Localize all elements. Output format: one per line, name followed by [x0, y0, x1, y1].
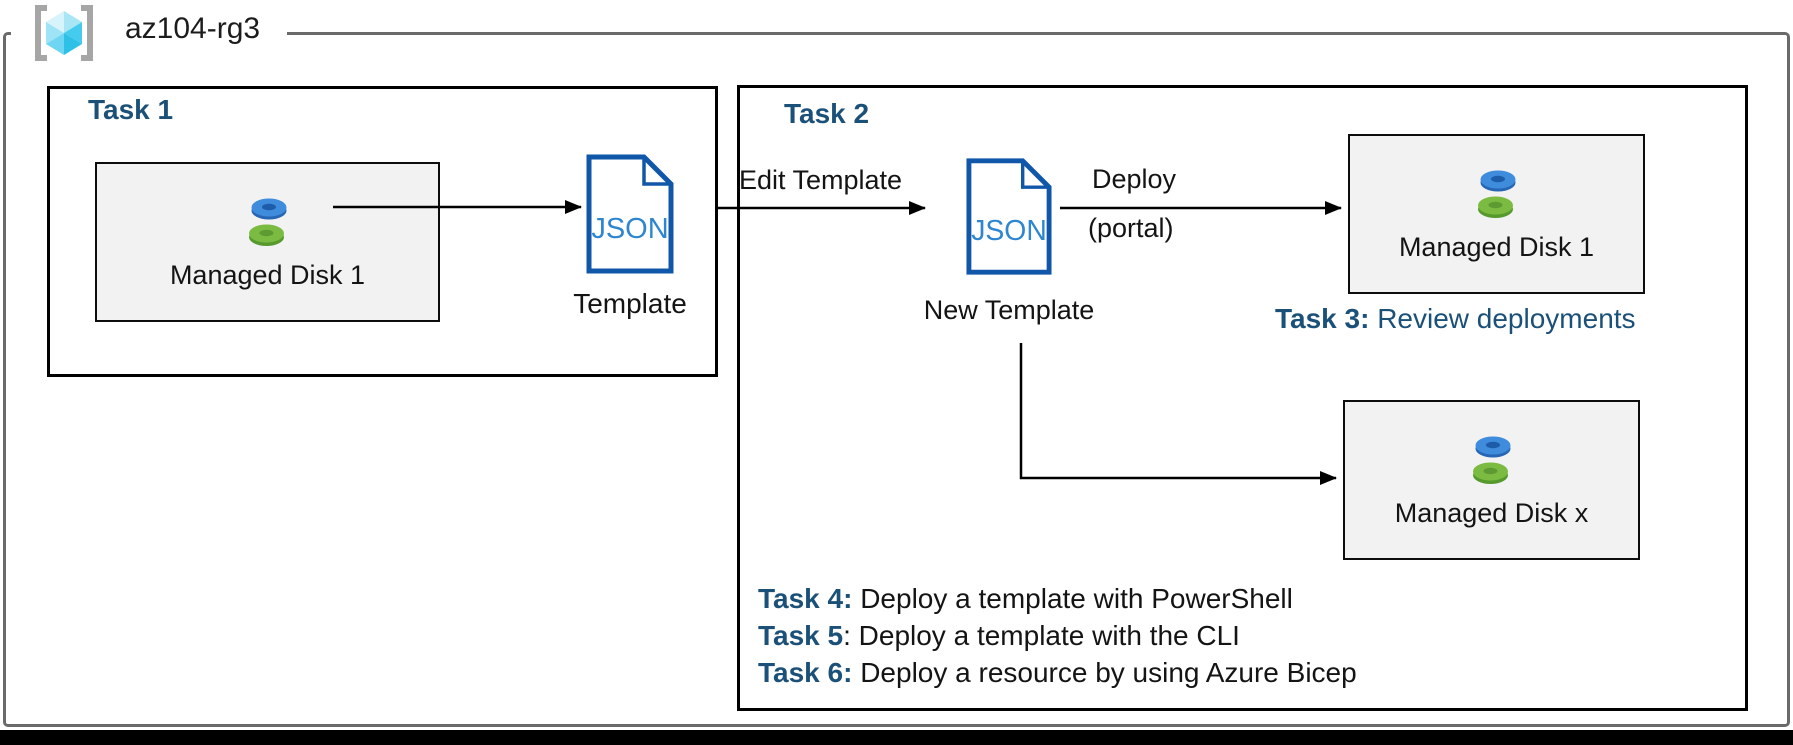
task5-bold: Task 5 — [758, 620, 844, 651]
managed-disk-1-label: Managed Disk 1 — [1398, 231, 1595, 262]
managed-disk-1-label: Managed Disk 1 — [169, 259, 366, 290]
task4-bold: Task 4: — [758, 583, 853, 614]
task3-bold: Task 3: — [1275, 303, 1370, 334]
task1-managed-disk-box: Managed Disk 1 — [95, 162, 440, 322]
task2-managed-disk-x-box: Managed Disk x — [1343, 400, 1640, 560]
task6-rest: Deploy a resource by using Azure Bicep — [852, 657, 1357, 688]
managed-disk-icon — [1472, 436, 1510, 484]
task5-rest: : Deploy a template with the CLI — [843, 620, 1240, 651]
resource-group-frame — [3, 32, 1790, 727]
new-template-label: New Template — [923, 295, 1095, 325]
bottom-bar — [0, 730, 1793, 745]
task3-text: Task 3: Review deployments — [1275, 303, 1636, 335]
task6-bold: Task 6: — [758, 657, 853, 688]
resource-group-label: az104-rg3 — [125, 12, 261, 45]
deploy-portal-label: (portal) — [1088, 213, 1174, 243]
resource-group-icon — [35, 5, 93, 61]
json-doc-text: JSON — [591, 213, 668, 245]
frame-label-gap — [11, 28, 287, 39]
task5-text: Task 5: Deploy a template with the CLI — [758, 617, 1357, 654]
task-footer-list: Task 4: Deploy a template with PowerShel… — [758, 580, 1357, 691]
template-label: Template — [573, 288, 687, 319]
task4-text: Task 4: Deploy a template with PowerShel… — [758, 580, 1357, 617]
task2-title: Task 2 — [784, 98, 870, 129]
task3-rest: Review deployments — [1369, 303, 1636, 334]
deploy-label: Deploy — [1092, 164, 1177, 194]
managed-disk-x-label: Managed Disk x — [1394, 497, 1589, 528]
edit-template-label: Edit Template — [738, 165, 903, 195]
json-new-template-icon: JSON — [966, 158, 1052, 275]
managed-disk-icon — [1477, 170, 1515, 218]
task4-rest: Deploy a template with PowerShell — [852, 583, 1293, 614]
task6-text: Task 6: Deploy a resource by using Azure… — [758, 654, 1357, 691]
task2-managed-disk-1-box: Managed Disk 1 — [1348, 134, 1645, 294]
managed-disk-icon — [248, 198, 286, 246]
json-doc-text: JSON — [971, 215, 1047, 247]
task1-title: Task 1 — [88, 94, 174, 125]
json-template-icon: JSON — [586, 154, 674, 274]
